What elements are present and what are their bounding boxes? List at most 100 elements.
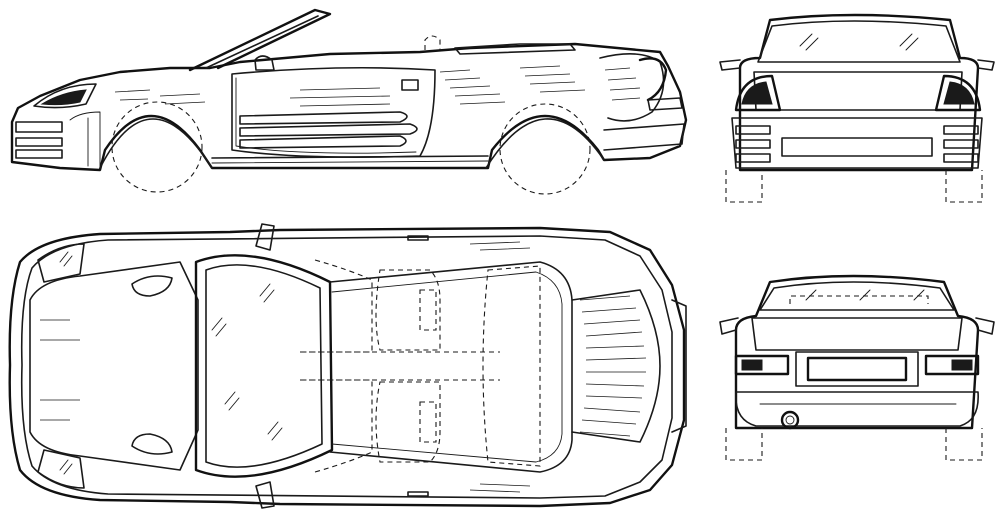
top-body-inner [20,235,673,499]
side-rear-wheel [499,103,591,195]
top-door-handle-left [407,235,429,241]
side-door-handle [401,79,419,91]
rear-exhaust-inner [785,415,795,425]
rear-tire-right [945,428,983,461]
side-rear-bumper [603,123,685,151]
front-tire-left [725,170,763,203]
top-hood-vent-right [131,433,173,455]
front-intake-left-2 [735,139,771,149]
top-dash-area [300,259,373,353]
side-rear-arch [485,118,605,169]
side-front-intake-1 [15,121,63,133]
top-body-outline [8,226,686,508]
side-rocker [211,155,489,159]
rear-view [719,274,995,461]
rear-taillamp-right [924,354,980,376]
top-seat-left [375,269,441,351]
side-headlamp-dark [40,89,87,106]
rear-body-outline [734,274,980,430]
top-headlamp-right [37,449,85,489]
side-mirror [254,55,275,71]
rear-mirror-left [719,317,739,335]
side-front-arch [99,118,213,169]
side-front-wheel [111,101,203,193]
side-hatching [114,65,641,107]
side-view [10,8,688,195]
side-windshield-pillar [205,15,319,69]
top-mirror-left [255,223,275,251]
top-hatching [40,241,647,493]
front-intake-right-2 [943,139,979,149]
top-rear-bench [482,265,541,467]
top-spoiler [671,299,687,433]
side-front-intake-3 [15,149,63,159]
side-front-fender-line [69,111,101,169]
top-dash-area-2 [300,379,373,473]
side-headrest [424,35,441,50]
top-windshield [194,254,334,478]
top-headrest-l [419,289,437,331]
front-body-outline [738,13,980,172]
front-headlamp-left [734,74,782,112]
rear-taillamp-right-dark [951,359,973,371]
top-glass-marks [59,251,283,475]
side-rear-haunch [599,53,665,122]
rear-tire-left [725,428,763,461]
side-strake-1 [239,111,408,125]
rear-exhaust [780,410,800,430]
front-hood [753,71,963,111]
top-headlamp-left [37,243,85,283]
rear-folded-top [789,295,929,304]
front-headlamp-right [934,74,982,112]
front-windshield [757,20,961,63]
top-cockpit-rim [329,261,573,473]
front-bumper [731,117,983,169]
side-headlamp [33,83,97,109]
top-view [8,223,687,509]
rear-taillamp-left-dark [741,359,763,371]
side-rear-marker [647,97,683,111]
top-cockpit-rim-inner [331,271,563,463]
rear-taillamp-left [734,354,790,376]
side-door [231,66,436,158]
side-front-intake-2 [15,137,63,147]
rear-screen [759,281,955,311]
side-windshield-frame [188,8,332,72]
side-door-inner [235,77,417,154]
rear-bumper [735,391,979,427]
front-intake-right-3 [943,153,979,163]
top-seat-right [375,381,441,463]
front-headlamp-right-dark [943,81,975,105]
rear-deck-lid [751,317,963,351]
top-rear-deck [571,289,661,443]
side-strake-3 [239,135,407,149]
side-top-cover [454,43,576,55]
top-hood [29,261,199,471]
side-strake-2 [239,123,418,137]
top-hood-vent-left [131,275,173,297]
front-glass-marks [799,33,919,51]
top-windshield-glass [205,264,323,468]
top-door-handle-right [407,491,429,497]
rear-plate [806,356,908,382]
front-view [719,13,995,203]
front-plate [781,137,933,157]
side-rocker-lower [211,160,489,164]
top-console [300,351,500,381]
side-body-outline [10,42,688,172]
front-headlamp-left-dark [741,81,773,105]
top-mirror-right [255,481,275,509]
front-tire-right [945,170,983,203]
rear-plate-recess [795,351,919,387]
rear-mirror-right [975,317,995,335]
front-mirror-right [977,59,995,71]
top-headrest-r [419,401,437,443]
front-intake-left-3 [735,153,771,163]
front-intake-left-1 [735,125,771,135]
front-mirror-left [719,59,741,71]
side-taillamp [638,57,668,102]
rear-glass-marks [805,289,925,301]
front-intake-right-1 [943,125,979,135]
